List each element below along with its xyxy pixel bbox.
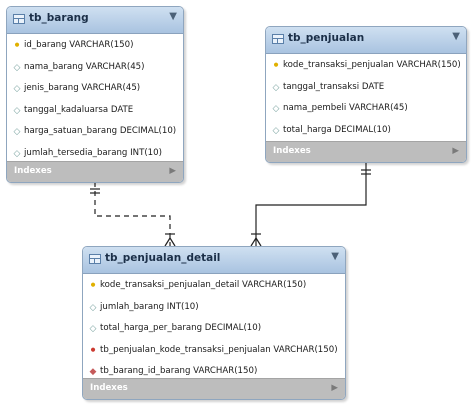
column-row[interactable]: ◇ harga_satuan_barang DECIMAL(10) [7, 122, 183, 144]
indexes-label: Indexes [90, 383, 128, 393]
table-header[interactable]: tb_penjualan_detail ▼ [83, 247, 345, 274]
column-diamond-icon: ◇ [13, 148, 21, 159]
column-diamond-icon: ◇ [272, 125, 280, 136]
table-header[interactable]: tb_barang ▼ [7, 7, 183, 34]
column-row[interactable]: ◇ nama_pembeli VARCHAR(45) [266, 99, 466, 121]
indexes-label: Indexes [273, 146, 311, 156]
table-icon [89, 254, 101, 264]
expand-arrow-icon[interactable]: ▶ [452, 146, 459, 156]
column-label: nama_barang VARCHAR(45) [24, 61, 145, 72]
table-name: tb_penjualan [288, 32, 365, 44]
foreign-key-icon: ⚫ [89, 345, 97, 356]
table-header[interactable]: tb_penjualan ▼ [266, 27, 466, 54]
column-label: jumlah_barang INT(10) [100, 301, 199, 312]
primary-key-icon: ⚫ [13, 41, 21, 51]
column-row[interactable]: ◇ total_harga DECIMAL(10) [266, 121, 466, 143]
column-row[interactable]: ⚫ kode_transaksi_penjualan_detail VARCHA… [83, 276, 345, 298]
column-row[interactable]: ⚫ tb_penjualan_kode_transaksi_penjualan … [83, 341, 345, 363]
table-tb-penjualan[interactable]: tb_penjualan ▼ ⚫ kode_transaksi_penjuala… [265, 26, 467, 163]
column-row[interactable]: ◇ total_harga_per_barang DECIMAL(10) [83, 319, 345, 341]
column-label: kode_transaksi_penjualan_detail VARCHAR(… [100, 280, 307, 290]
column-label: id_barang VARCHAR(150) [24, 40, 134, 50]
column-row[interactable]: ◇ jenis_barang VARCHAR(45) [7, 79, 183, 101]
column-label: total_harga_per_barang DECIMAL(10) [100, 323, 262, 333]
table-icon [13, 14, 25, 24]
column-row[interactable]: ◇ jumlah_tersedia_barang INT(10) [7, 144, 183, 166]
column-row[interactable]: ◇ tanggal_transaksi DATE [266, 78, 466, 100]
column-list: ⚫ kode_transaksi_penjualan_detail VARCHA… [83, 274, 345, 384]
column-list: ⚫ id_barang VARCHAR(150) ◇ nama_barang V… [7, 34, 183, 165]
column-label: tb_penjualan_kode_transaksi_penjualan VA… [100, 344, 338, 355]
foreign-key-diamond-icon: ◆ [89, 367, 97, 377]
column-diamond-icon: ◇ [13, 127, 21, 137]
column-label: nama_pembeli VARCHAR(45) [283, 103, 408, 113]
table-name: tb_penjualan_detail [105, 252, 221, 264]
column-label: harga_satuan_barang DECIMAL(10) [24, 126, 177, 136]
column-diamond-icon: ◇ [272, 82, 280, 93]
column-diamond-icon: ◇ [13, 84, 21, 94]
column-diamond-icon: ◇ [272, 104, 280, 114]
column-list: ⚫ kode_transaksi_penjualan VARCHAR(150) … [266, 54, 466, 142]
column-row[interactable]: ◇ jumlah_barang INT(10) [83, 298, 345, 320]
table-tb-penjualan-detail[interactable]: tb_penjualan_detail ▼ ⚫ kode_transaksi_p… [82, 246, 346, 400]
column-row[interactable]: ◆ tb_barang_id_barang VARCHAR(150) [83, 362, 345, 384]
column-diamond-icon: ◇ [13, 105, 21, 116]
column-label: jenis_barang VARCHAR(45) [24, 83, 141, 93]
column-row[interactable]: ◇ tanggal_kadaluarsa DATE [7, 101, 183, 123]
table-tb-barang[interactable]: tb_barang ▼ ⚫ id_barang VARCHAR(150) ◇ n… [6, 6, 184, 183]
collapse-arrow-icon[interactable]: ▼ [169, 11, 177, 22]
primary-key-icon: ⚫ [272, 61, 280, 71]
column-diamond-icon: ◇ [89, 302, 97, 313]
relationship-barang-detail[interactable] [90, 182, 176, 247]
column-row[interactable]: ◇ nama_barang VARCHAR(45) [7, 58, 183, 80]
table-name: tb_barang [29, 12, 89, 24]
primary-key-icon: ⚫ [89, 281, 97, 291]
indexes-label: Indexes [14, 166, 52, 176]
indexes-section[interactable]: Indexes ▶ [83, 378, 345, 399]
relationship-penjualan-detail[interactable] [250, 162, 371, 247]
collapse-arrow-icon[interactable]: ▼ [452, 31, 460, 42]
column-label: kode_transaksi_penjualan VARCHAR(150) [283, 60, 461, 70]
column-label: tanggal_transaksi DATE [283, 81, 385, 92]
column-label: tanggal_kadaluarsa DATE [24, 104, 134, 115]
column-row[interactable]: ⚫ kode_transaksi_penjualan VARCHAR(150) [266, 56, 466, 78]
column-label: jumlah_tersedia_barang INT(10) [24, 147, 162, 158]
collapse-arrow-icon[interactable]: ▼ [331, 251, 339, 262]
column-label: tb_barang_id_barang VARCHAR(150) [100, 366, 258, 376]
indexes-section[interactable]: Indexes ▶ [266, 141, 466, 162]
column-row[interactable]: ⚫ id_barang VARCHAR(150) [7, 36, 183, 58]
column-diamond-icon: ◇ [89, 324, 97, 334]
column-diamond-icon: ◇ [13, 62, 21, 73]
table-icon [272, 34, 284, 44]
column-label: total_harga DECIMAL(10) [283, 124, 391, 135]
expand-arrow-icon[interactable]: ▶ [331, 383, 338, 393]
expand-arrow-icon[interactable]: ▶ [169, 166, 176, 176]
indexes-section[interactable]: Indexes ▶ [7, 161, 183, 182]
